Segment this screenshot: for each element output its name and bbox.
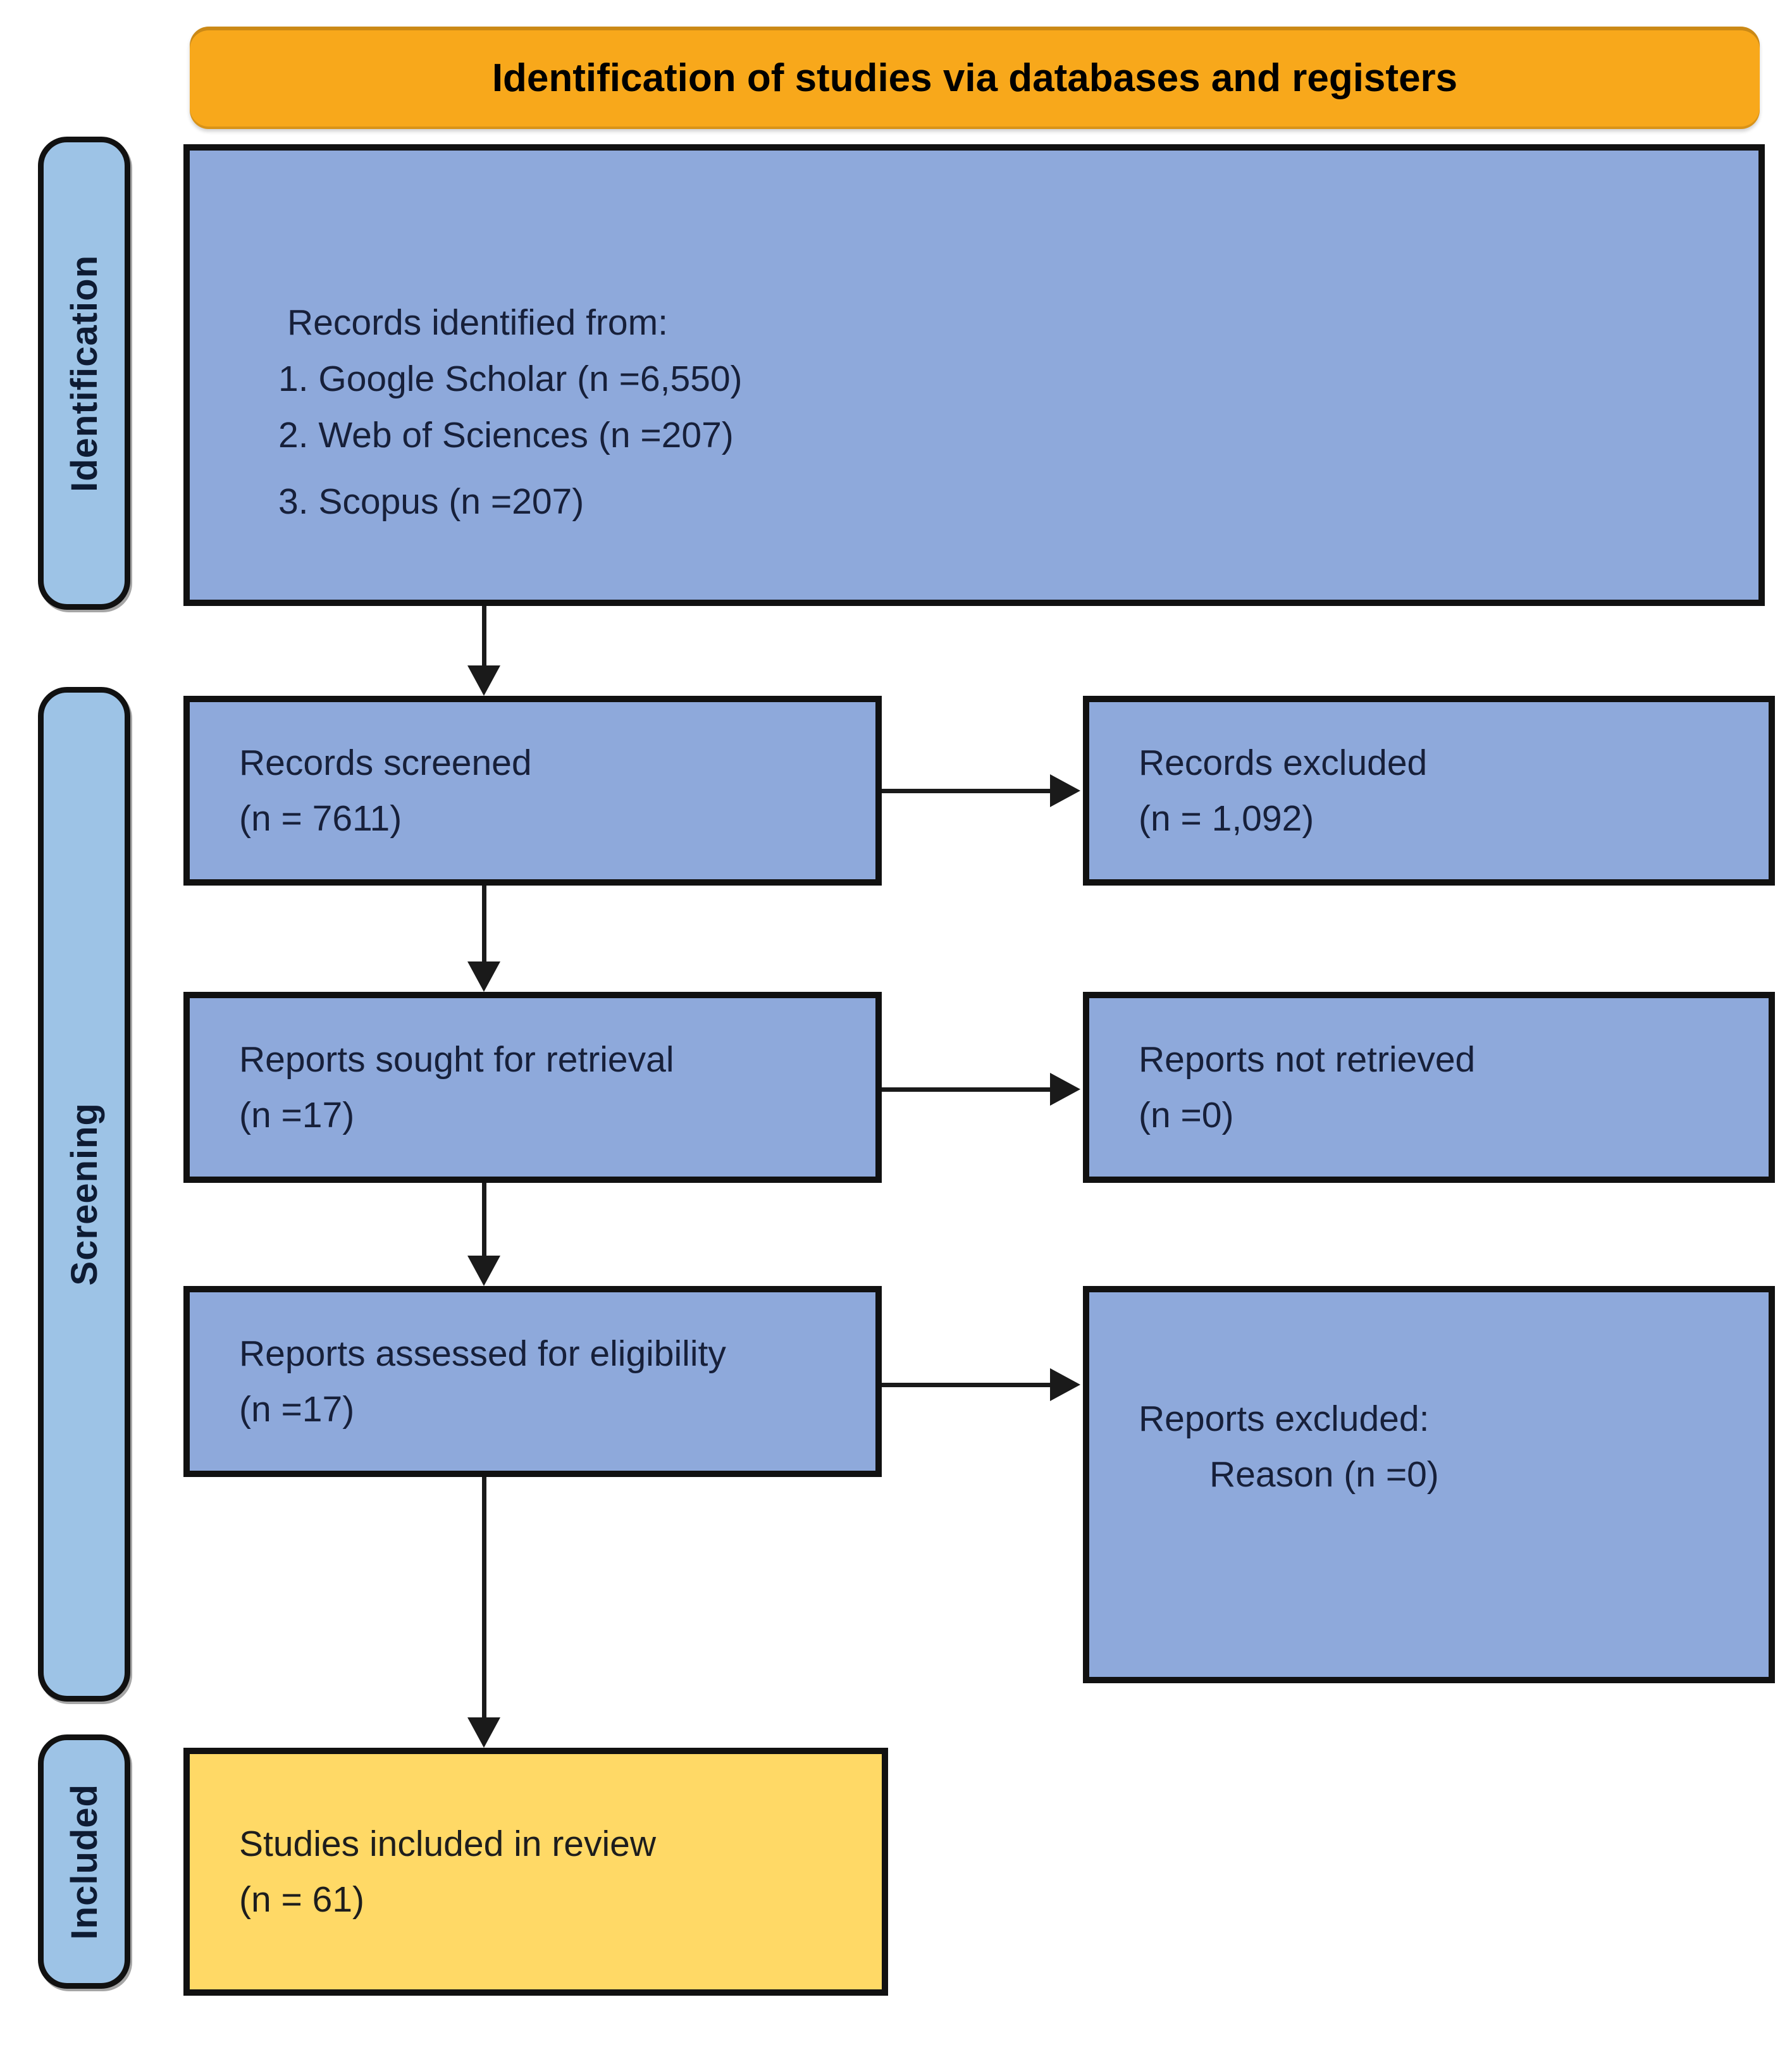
arrow-head-down-icon <box>467 1717 500 1748</box>
reports-excluded-reason: Reason (n =0) <box>1209 1454 1439 1495</box>
records-screened-count: (n = 7611) <box>239 798 402 839</box>
stage-bar-screening: Screening <box>38 687 130 1702</box>
reports-sought-label: Reports sought for retrieval <box>239 1039 674 1080</box>
stage-label-screening: Screening <box>63 1103 105 1286</box>
header-banner: Identification of studies via databases … <box>190 27 1760 129</box>
reports-assessed-count: (n =17) <box>239 1389 355 1430</box>
arrow-line <box>882 1087 1050 1092</box>
box-reports-excluded: Reports excluded: Reason (n =0) <box>1083 1286 1775 1683</box>
box-studies-included: Studies included in review (n = 61) <box>183 1748 888 1996</box>
stage-bar-included: Included <box>38 1734 130 1989</box>
reports-sought-count: (n =17) <box>239 1095 355 1135</box>
box-reports-assessed: Reports assessed for eligibility (n =17) <box>183 1286 882 1477</box>
arrow-head-down-icon <box>467 1256 500 1286</box>
studies-included-count: (n = 61) <box>239 1879 365 1920</box>
reports-assessed-label: Reports assessed for eligibility <box>239 1333 726 1374</box>
arrow-line <box>482 1183 486 1256</box>
box-reports-not-retrieved: Reports not retrieved (n =0) <box>1083 992 1775 1183</box>
arrow-line <box>882 789 1050 793</box>
records-identified-item-3: 3. Scopus (n =207) <box>278 481 584 522</box>
records-identified-heading: Records identified from: <box>287 302 668 343</box>
arrow-line <box>882 1383 1050 1387</box>
studies-included-label: Studies included in review <box>239 1823 657 1864</box>
arrow-head-down-icon <box>467 665 500 696</box>
arrow-line <box>482 606 486 665</box>
reports-excluded-label: Reports excluded: <box>1139 1398 1430 1439</box>
box-reports-sought: Reports sought for retrieval (n =17) <box>183 992 882 1183</box>
header-title: Identification of studies via databases … <box>491 56 1458 100</box>
arrow-head-down-icon <box>467 961 500 992</box>
arrow-head-right-icon <box>1050 774 1080 807</box>
records-screened-label: Records screened <box>239 742 532 783</box>
records-excluded-label: Records excluded <box>1139 742 1428 783</box>
arrow-line <box>482 1477 486 1717</box>
reports-not-retrieved-label: Reports not retrieved <box>1139 1039 1476 1080</box>
arrow-head-right-icon <box>1050 1073 1080 1106</box>
box-records-screened: Records screened (n = 7611) <box>183 696 882 886</box>
stage-label-identification: Identification <box>63 254 105 492</box>
records-identified-item-2: 2. Web of Sciences (n =207) <box>278 414 734 455</box>
arrow-head-right-icon <box>1050 1368 1080 1401</box>
arrow-line <box>482 886 486 961</box>
box-records-excluded: Records excluded (n = 1,092) <box>1083 696 1775 886</box>
stage-label-included: Included <box>63 1783 105 1940</box>
records-excluded-count: (n = 1,092) <box>1139 798 1314 839</box>
reports-not-retrieved-count: (n =0) <box>1139 1095 1234 1135</box>
stage-bar-identification: Identification <box>38 137 130 610</box>
box-records-identified: Records identified from: 1. Google Schol… <box>183 144 1765 606</box>
records-identified-item-1: 1. Google Scholar (n =6,550) <box>278 358 743 399</box>
